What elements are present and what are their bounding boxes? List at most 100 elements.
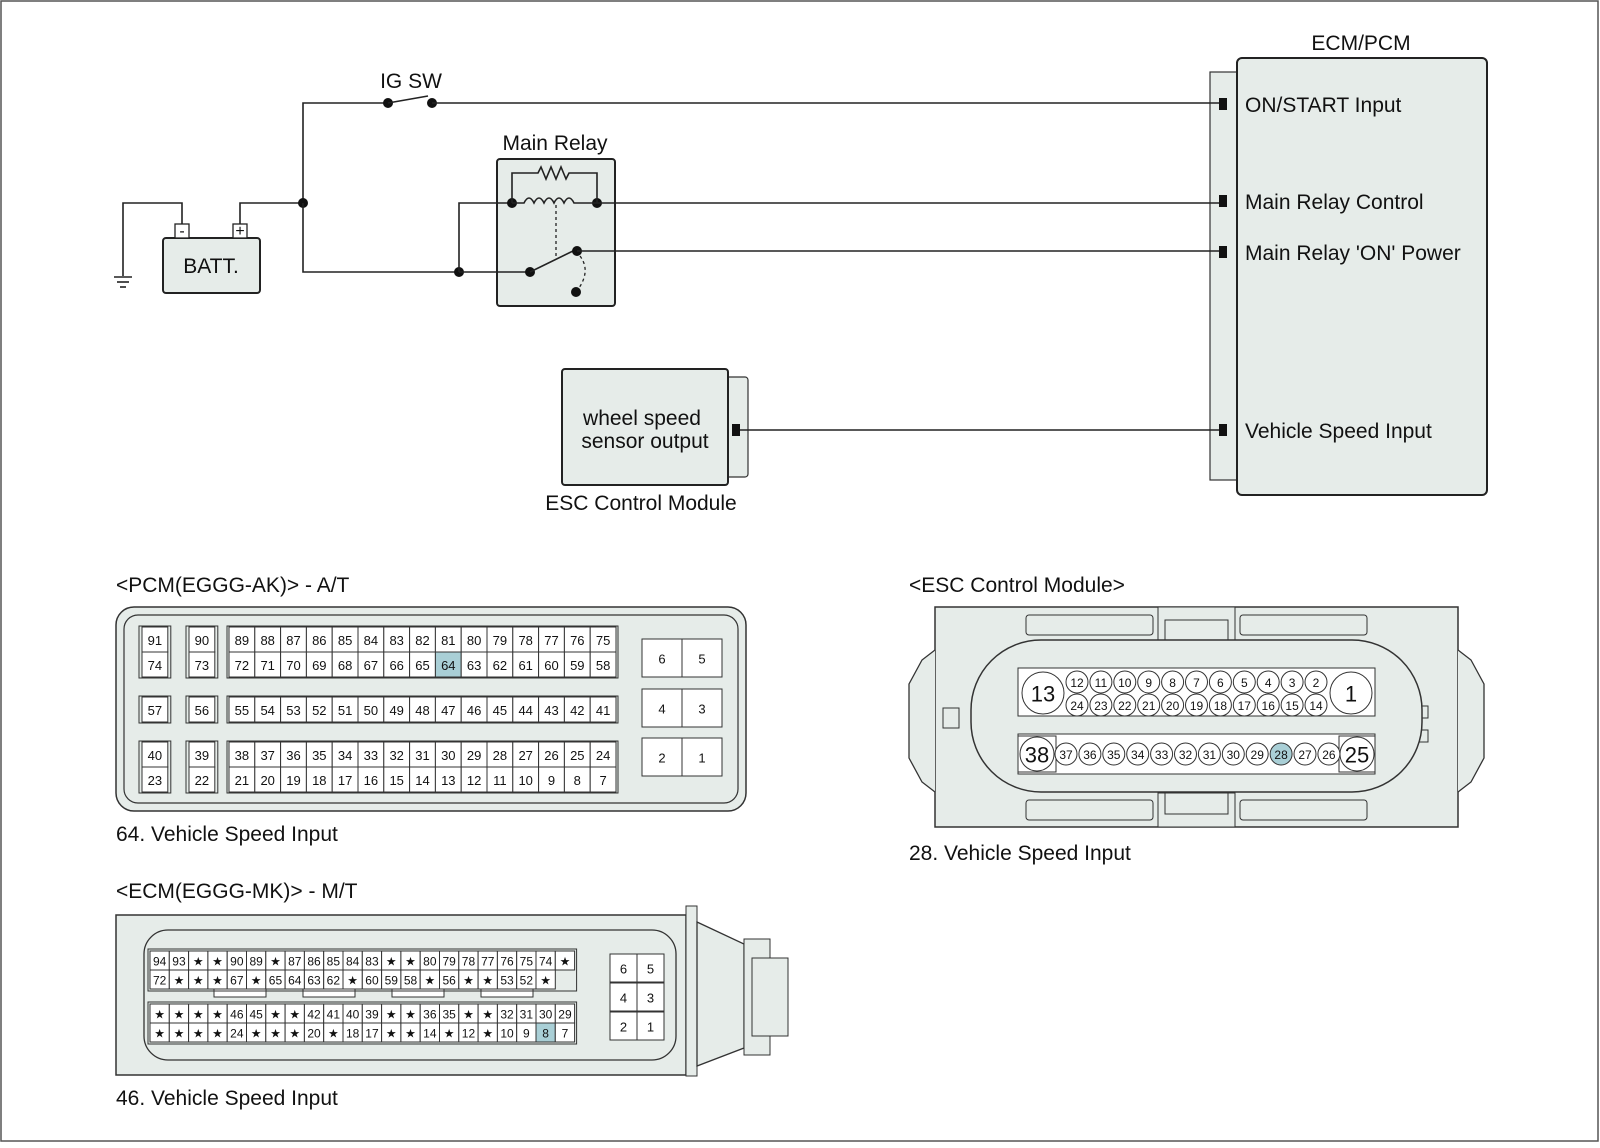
pin-cell bbox=[141, 741, 169, 768]
pin-circle bbox=[1137, 670, 1161, 694]
pin-label: 80 bbox=[423, 955, 437, 969]
pin-label: 7 bbox=[599, 773, 606, 788]
pin-label: 8 bbox=[574, 773, 581, 788]
sensor-line-1: wheel speed bbox=[582, 407, 701, 430]
pin-cell bbox=[141, 766, 169, 793]
pin-cell bbox=[512, 741, 540, 768]
pin-label: 8 bbox=[1169, 676, 1176, 690]
pin-circle bbox=[1208, 670, 1232, 694]
pin-label: ★ bbox=[482, 1027, 493, 1041]
pin-label: 10 bbox=[500, 1027, 514, 1041]
pin-label: 35 bbox=[312, 748, 326, 763]
pin-cell bbox=[331, 741, 359, 768]
pin-label: ★ bbox=[386, 1008, 397, 1022]
pin-label: 61 bbox=[518, 658, 532, 673]
pin-label: ★ bbox=[193, 974, 204, 988]
pin-label: 83 bbox=[365, 955, 379, 969]
pin-label: 6 bbox=[620, 962, 627, 977]
pin-label: 4 bbox=[658, 702, 665, 717]
pin-cell bbox=[141, 696, 169, 723]
pin-cell bbox=[280, 696, 307, 723]
pin-cell bbox=[636, 1011, 665, 1041]
pin-label: 41 bbox=[327, 1008, 341, 1022]
pin-circle bbox=[1054, 742, 1078, 766]
pin-circle bbox=[1089, 670, 1113, 694]
pin-label: 37 bbox=[1059, 748, 1073, 762]
pin-label: 4 bbox=[620, 991, 627, 1006]
pin-label: 15 bbox=[389, 773, 403, 788]
pin-cell bbox=[331, 696, 359, 723]
pin-label: 90 bbox=[195, 633, 209, 648]
pin-cell bbox=[589, 696, 617, 723]
pin-label: 25 bbox=[570, 748, 584, 763]
pin-label: 6 bbox=[658, 652, 665, 667]
pin-label: 28 bbox=[1274, 748, 1288, 762]
pin-label: 54 bbox=[260, 703, 274, 718]
pin-circle bbox=[1256, 670, 1280, 694]
pin-cell bbox=[636, 982, 665, 1012]
pin-label: ★ bbox=[289, 1008, 300, 1022]
pin-label: 10 bbox=[1118, 676, 1132, 690]
pin-label: 67 bbox=[364, 658, 378, 673]
pin-label: ★ bbox=[251, 974, 262, 988]
ecm-pin-vehicle-speed: Vehicle Speed Input bbox=[1245, 420, 1432, 443]
pin-label: ★ bbox=[154, 1008, 165, 1022]
esc-rib bbox=[1239, 799, 1368, 821]
pin-label: 34 bbox=[338, 748, 352, 763]
ecm-cable-boot bbox=[696, 920, 745, 1067]
pin-label: 29 bbox=[558, 1008, 572, 1022]
battery-minus: - bbox=[179, 223, 184, 240]
pin-cell bbox=[409, 766, 436, 793]
pin-label: 66 bbox=[389, 658, 403, 673]
pin-circle bbox=[1304, 670, 1328, 694]
pin-label: 80 bbox=[467, 633, 481, 648]
ecm-pin-terminal bbox=[1219, 424, 1227, 436]
pin-cell bbox=[228, 626, 256, 653]
pin-label: 68 bbox=[338, 658, 352, 673]
pin-group-frame bbox=[185, 740, 219, 794]
pin-label: 5 bbox=[1241, 676, 1248, 690]
ecm-connector-caption: 46. Vehicle Speed Input bbox=[116, 1087, 338, 1110]
pin-label: 75 bbox=[596, 633, 610, 648]
pin-label: 17 bbox=[1238, 699, 1252, 713]
pin-cell bbox=[512, 766, 540, 793]
pin-label: 35 bbox=[442, 1008, 456, 1022]
pin-cell bbox=[188, 651, 216, 678]
pin-circle bbox=[1293, 742, 1317, 766]
pin-label: 56 bbox=[442, 974, 456, 988]
relay-switch-travel bbox=[575, 255, 586, 293]
pin-cell bbox=[636, 953, 665, 983]
esc-rib bbox=[1025, 614, 1154, 636]
battery-plus: + bbox=[235, 223, 244, 240]
pin-label: 22 bbox=[195, 773, 209, 788]
pin-label: 77 bbox=[544, 633, 558, 648]
pin-group-frame bbox=[185, 695, 219, 724]
pin-label: ★ bbox=[482, 974, 493, 988]
pin-circle bbox=[1161, 670, 1185, 694]
relay-switch-blade bbox=[529, 249, 576, 273]
pin-circle bbox=[1245, 742, 1269, 766]
pin-label: ★ bbox=[463, 1008, 474, 1022]
pin-label: 94 bbox=[153, 955, 167, 969]
pin-cell bbox=[486, 626, 514, 653]
pin-circle bbox=[1208, 693, 1232, 717]
pin-cell bbox=[512, 626, 540, 653]
pin-circle bbox=[1065, 693, 1089, 717]
pin-cell bbox=[383, 766, 411, 793]
pin-label: ★ bbox=[270, 1027, 281, 1041]
pin-label: 18 bbox=[312, 773, 326, 788]
pin-label: 14 bbox=[1309, 699, 1323, 713]
pin-label: 53 bbox=[500, 974, 514, 988]
pin-label: 79 bbox=[442, 955, 456, 969]
pin-label: ★ bbox=[212, 955, 223, 969]
pcm-connector-inner bbox=[123, 614, 739, 804]
pin-cell bbox=[357, 741, 385, 768]
pin-circle bbox=[1174, 742, 1197, 766]
pin-label: 36 bbox=[1083, 748, 1097, 762]
pin-label: 24 bbox=[1070, 699, 1084, 713]
pin-label: 71 bbox=[260, 658, 274, 673]
